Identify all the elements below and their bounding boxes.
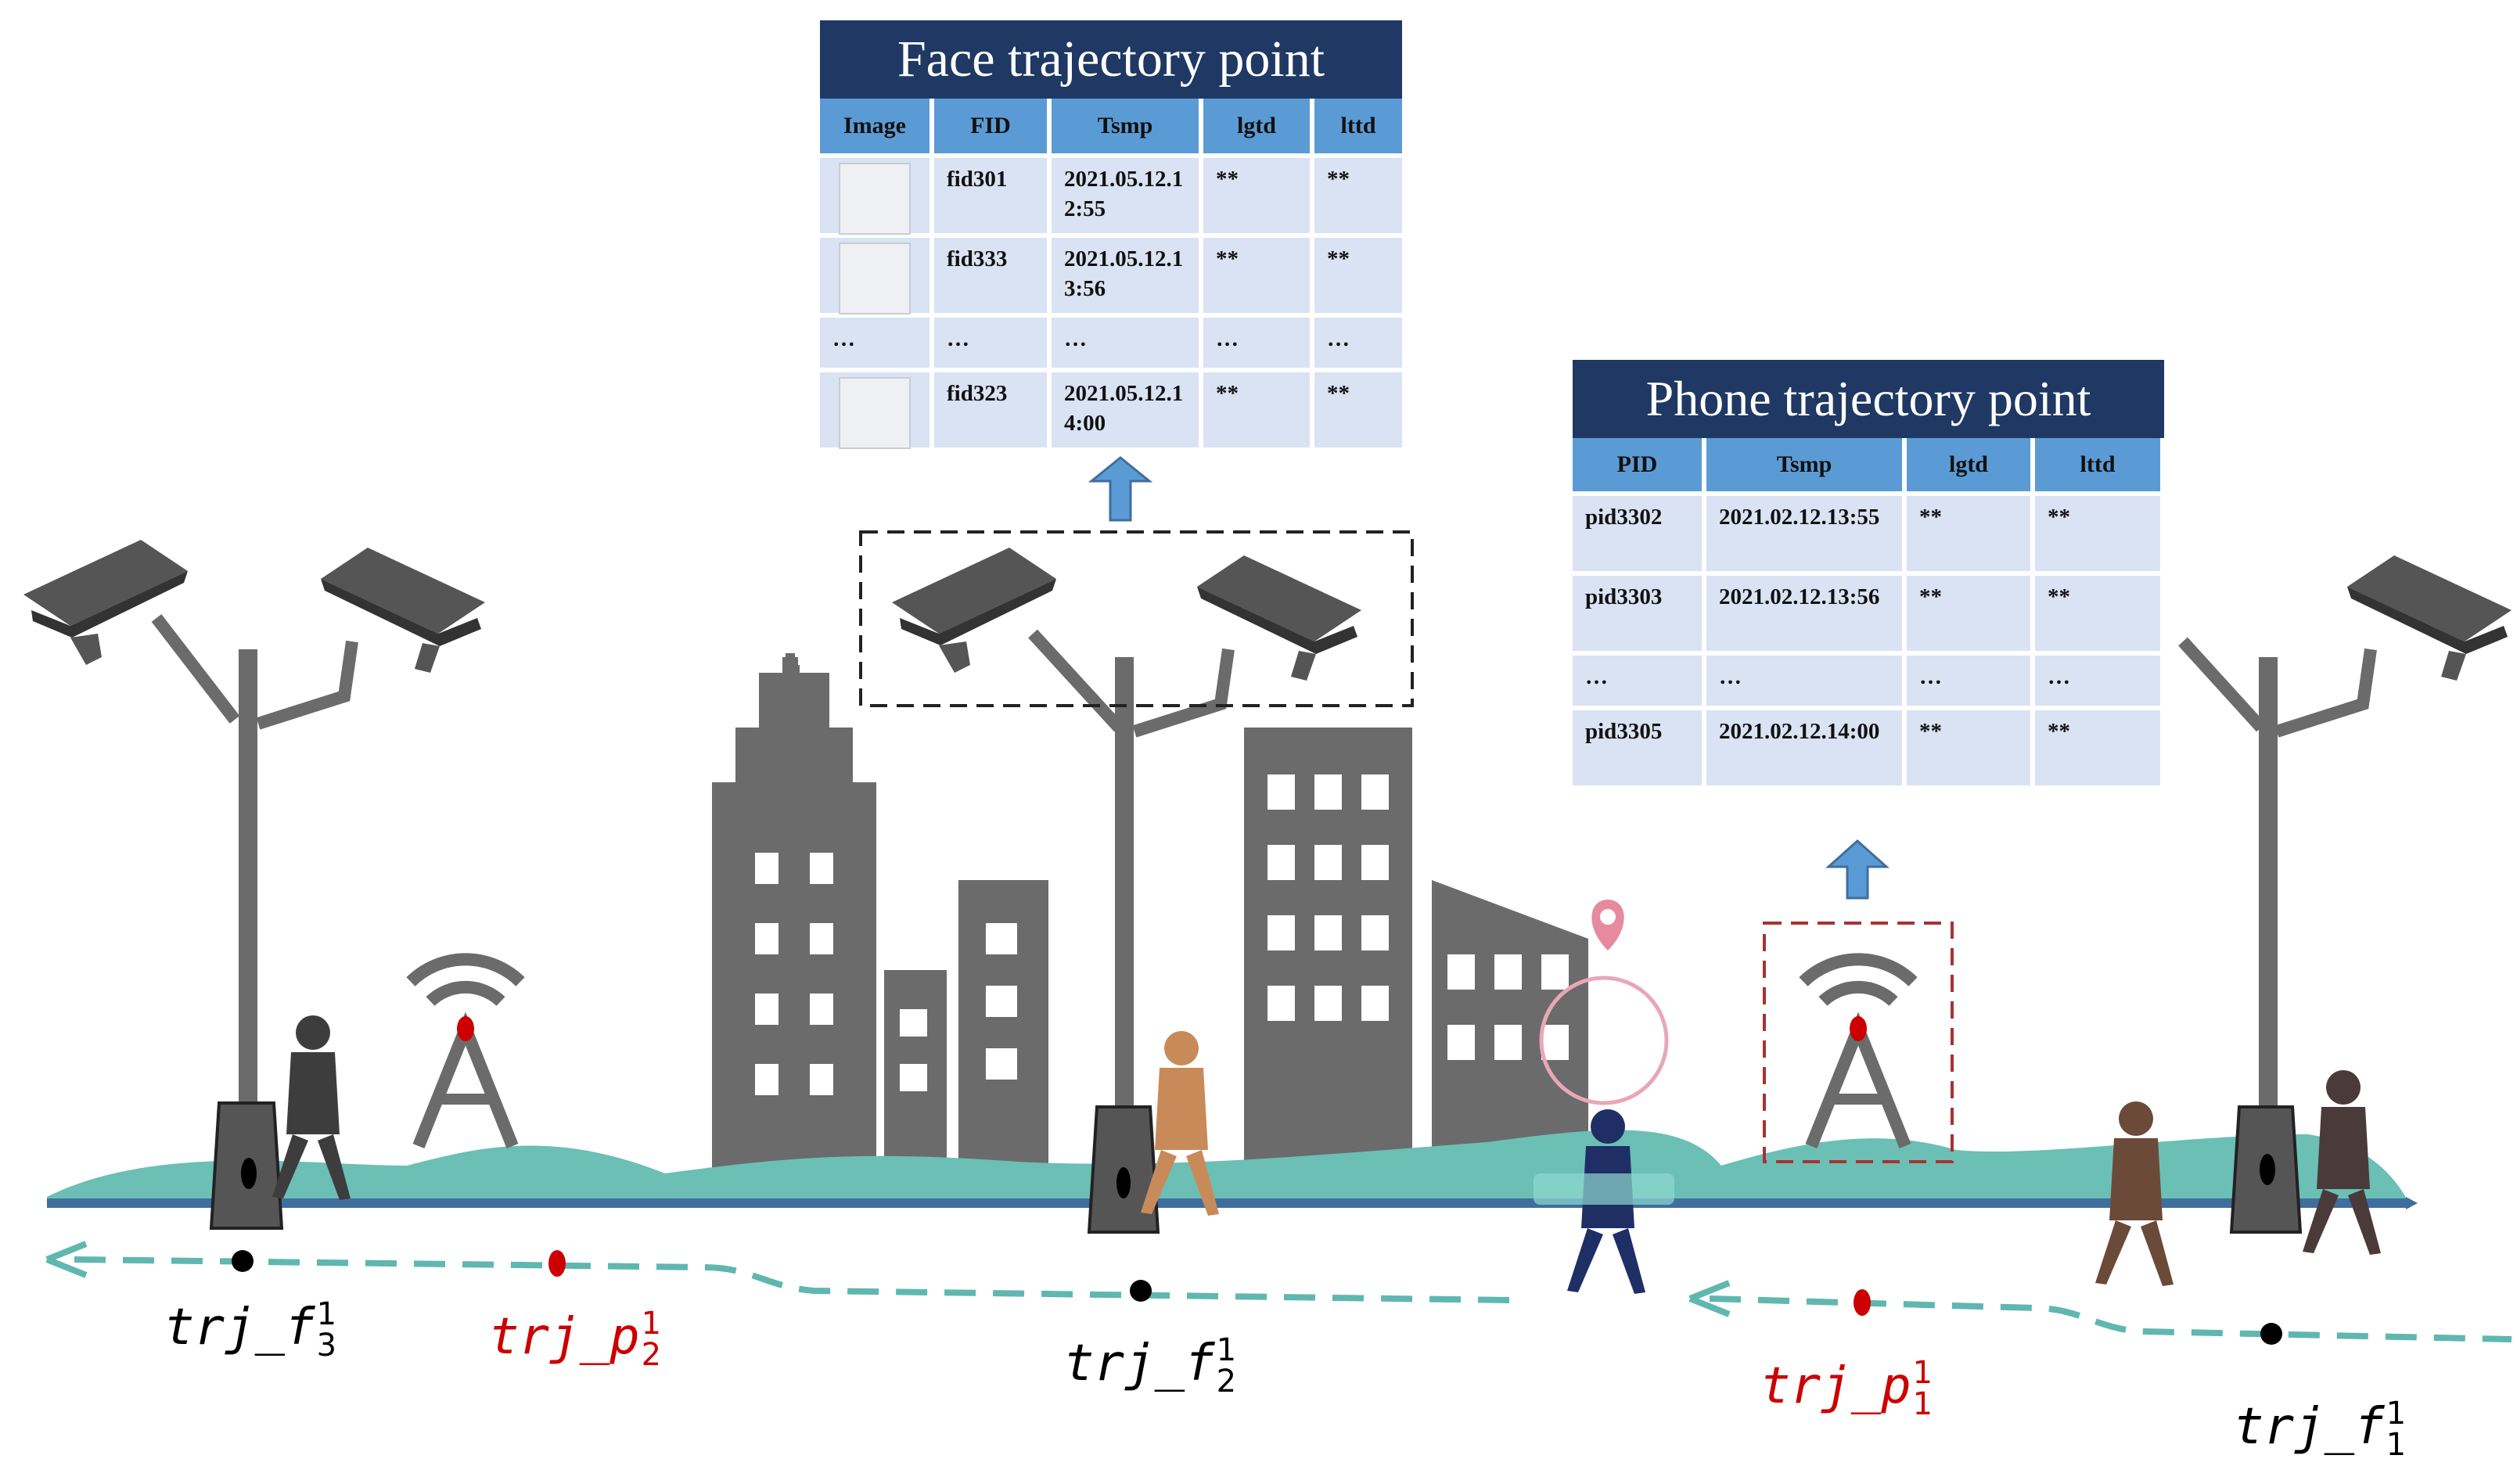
label-sup: 1 — [641, 1306, 662, 1342]
table-cell: 2021.05.12.13:56 — [1052, 238, 1199, 313]
table-header: PID — [1573, 438, 1702, 491]
face-point-f1 — [2260, 1323, 2282, 1345]
label-sub: 3 — [316, 1328, 337, 1364]
cctv-camera-icon — [892, 548, 1056, 673]
up-arrow-icon — [1825, 839, 1890, 900]
phone-trajectory-table: Phone trajectory point PID Tsmp lgtd ltt… — [1573, 360, 2164, 785]
table-cell: fid323 — [934, 372, 1047, 447]
face-point-f2 — [1130, 1280, 1152, 1302]
label-sup: 1 — [2386, 1396, 2407, 1432]
table-cell: pid3302 — [1573, 496, 1702, 571]
table-cell: … — [1314, 318, 1402, 368]
table-cell: ** — [2035, 710, 2160, 785]
trajectory-line-left — [74, 1256, 1511, 1303]
table-cell: … — [934, 318, 1047, 368]
table-cell: … — [2035, 656, 2160, 706]
table-cell: fid301 — [934, 158, 1047, 233]
location-pin-icon — [1539, 900, 1669, 1105]
table-cell: ** — [2035, 496, 2160, 571]
table-cell: ** — [1314, 158, 1402, 233]
face-image-cell — [820, 238, 929, 314]
table-cell: ** — [1203, 238, 1310, 313]
table-cell: ** — [2035, 576, 2160, 651]
table-header: lgtd — [1203, 99, 1310, 153]
label-sub: 1 — [2386, 1427, 2407, 1464]
trajectory-arrowhead-left — [45, 1241, 88, 1278]
camera-pole-right — [2178, 555, 2512, 1234]
table-cell: … — [1706, 656, 1902, 706]
label-sub: 2 — [641, 1337, 662, 1374]
table-cell: 2021.05.12.12:55 — [1052, 158, 1199, 233]
table-cell: ** — [1907, 496, 2030, 571]
phone-table-title: Phone trajectory point — [1573, 360, 2164, 438]
cctv-camera-icon — [23, 540, 188, 665]
table-cell: … — [1052, 318, 1199, 368]
face-photo-icon — [839, 163, 911, 235]
road-line — [47, 1198, 2410, 1208]
label-base: trj_f — [1064, 1335, 1215, 1392]
label-sup: 1 — [316, 1296, 337, 1333]
tower-selection-box — [1763, 922, 1954, 1163]
table-cell: ** — [1907, 710, 2030, 785]
trajectory-arrowhead-right — [1688, 1280, 1731, 1317]
table-header: lttd — [2035, 438, 2160, 491]
label-sup: 1 — [1216, 1332, 1237, 1369]
phone-point-p1 — [1854, 1289, 1871, 1316]
face-image-cell — [820, 372, 929, 449]
label-base: trj_f — [164, 1299, 315, 1356]
table-cell: … — [820, 318, 929, 368]
table-cell: 2021.05.12.14:00 — [1052, 372, 1199, 447]
phone-point-p2 — [548, 1250, 566, 1277]
table-header: Tsmp — [1706, 438, 1902, 491]
table-cell: ** — [1907, 576, 2030, 651]
building-windows — [755, 774, 1569, 1095]
label-sub: 2 — [1216, 1364, 1237, 1400]
face-photo-icon — [839, 377, 911, 449]
camera-pole-left — [23, 540, 485, 1230]
cell-tower-icon — [1803, 959, 1913, 1146]
table-header: Image — [820, 99, 929, 153]
table-cell: … — [1573, 656, 1702, 706]
face-photo-icon — [839, 243, 911, 314]
face-trajectory-table: Face trajectory point Image FID Tsmp lgt… — [820, 20, 1402, 449]
table-header: lgtd — [1907, 438, 2030, 491]
table-cell: 2021.02.12.14:00 — [1706, 710, 1902, 785]
face-image-cell — [820, 158, 929, 235]
label-base: trj_p — [1760, 1357, 1911, 1415]
table-header: Tsmp — [1052, 99, 1199, 153]
face-point-f3 — [232, 1250, 253, 1272]
cell-tower-icon — [411, 959, 520, 1146]
up-arrow-icon — [1088, 456, 1153, 522]
table-cell: ** — [1203, 372, 1310, 447]
table-cell: ** — [1314, 372, 1402, 447]
label-base: trj_p — [489, 1308, 640, 1366]
table-cell: fid333 — [934, 238, 1047, 313]
ground-hills — [47, 1130, 2410, 1205]
table-cell: … — [1203, 318, 1310, 368]
table-header: FID — [934, 99, 1047, 153]
table-header: lttd — [1314, 99, 1402, 153]
table-cell: ** — [1314, 238, 1402, 313]
label-sub: 1 — [1912, 1386, 1933, 1423]
label-sup: 1 — [1912, 1355, 1933, 1392]
table-cell: 2021.02.12.13:56 — [1706, 576, 1902, 651]
table-cell: … — [1907, 656, 2030, 706]
label-base: trj_f — [2234, 1398, 2385, 1456]
trajectory-line-right — [1709, 1295, 2512, 1342]
table-cell: ** — [1203, 158, 1310, 233]
face-table-title: Face trajectory point — [820, 20, 1402, 99]
table-cell: pid3303 — [1573, 576, 1702, 651]
table-cell: 2021.02.12.13:55 — [1706, 496, 1902, 571]
camera-pole-middle — [892, 548, 1361, 1234]
camera-selection-box — [859, 530, 1414, 707]
table-cell: pid3305 — [1573, 710, 1702, 785]
